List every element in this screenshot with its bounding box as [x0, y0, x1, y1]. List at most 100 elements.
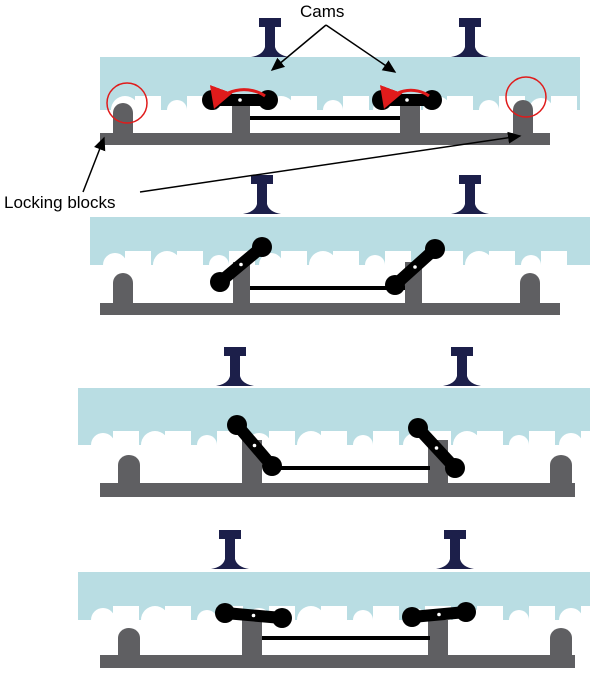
- ballast-gap: [113, 431, 139, 451]
- rail: [243, 175, 281, 214]
- rail: [436, 530, 474, 569]
- locking-block: [118, 628, 140, 655]
- rail: [451, 175, 489, 214]
- locking-block-highlight: [505, 76, 547, 118]
- ballast-gap: [559, 608, 583, 632]
- ballast-gap: [165, 431, 191, 451]
- sleeper-frame: [100, 483, 575, 497]
- cam-lobe: [402, 607, 422, 627]
- ballast-gap: [353, 435, 373, 455]
- ballast-gap: [551, 96, 577, 116]
- cam-lobe: [252, 237, 272, 257]
- cam-lobe: [227, 415, 247, 435]
- ballast-gap: [437, 251, 463, 271]
- ballast-gap: [333, 251, 359, 271]
- cam-post: [232, 100, 250, 133]
- rail: [211, 530, 249, 569]
- ballast-gap: [209, 255, 229, 275]
- ballast-gap: [353, 610, 373, 630]
- cam-lobe: [425, 239, 445, 259]
- sleeper-frame: [100, 303, 560, 315]
- cam-pivot: [251, 613, 256, 618]
- ballast-gap: [529, 431, 555, 451]
- rotation-arrow: [209, 84, 266, 109]
- ballast-gap: [581, 606, 600, 626]
- panel-3: [78, 347, 600, 497]
- cam-lobe: [445, 458, 465, 478]
- locking-block: [520, 273, 540, 303]
- ballast-gap: [135, 96, 161, 116]
- rotation-arrow: [379, 84, 430, 109]
- cam-post: [242, 620, 262, 655]
- ballast-gap: [343, 96, 369, 116]
- sleeper-frame: [100, 655, 575, 668]
- ballast-gap: [509, 435, 529, 455]
- ballast-gap: [269, 431, 295, 451]
- ballast-gap: [297, 431, 325, 459]
- link-bar: [262, 636, 430, 640]
- ballast-gap: [197, 435, 217, 455]
- ballast-gap: [291, 96, 317, 116]
- cam-pivot: [405, 98, 409, 102]
- ballast-gap: [167, 100, 187, 120]
- sleeper-frame: [100, 133, 550, 145]
- ballast-gap: [509, 610, 529, 630]
- ballast-gap: [489, 251, 515, 271]
- ballast-gap: [559, 433, 583, 457]
- locking-block: [550, 628, 572, 655]
- locking-block-pointer-arrow: [139, 131, 522, 193]
- ballast-gap: [197, 610, 217, 630]
- ballast-gap: [321, 606, 347, 626]
- ballast-gap: [103, 253, 127, 277]
- cams-pointer-arrow: [270, 24, 327, 71]
- ballast-gap: [323, 100, 343, 120]
- ballast-gap: [365, 255, 385, 275]
- rail: [443, 347, 481, 386]
- ballast-gap: [125, 251, 151, 271]
- ballast-gap: [477, 606, 503, 626]
- panel-1: [100, 18, 580, 145]
- ballast-gap: [453, 431, 481, 459]
- locking-blocks-label: Locking blocks: [4, 193, 116, 212]
- cams-label: Cams: [300, 2, 345, 21]
- ballast-gap: [141, 606, 169, 634]
- locking-block: [113, 103, 133, 133]
- cam-pivot: [239, 262, 243, 267]
- cam-lobe: [272, 608, 292, 628]
- ballast-gap: [141, 431, 169, 459]
- cam-lobe: [408, 418, 428, 438]
- ballast-gap: [541, 251, 567, 271]
- locking-block: [550, 455, 572, 483]
- locking-block-pointer-arrow: [82, 136, 106, 193]
- rail: [216, 347, 254, 386]
- ballast-gap: [309, 251, 337, 279]
- ballast-gap: [581, 431, 600, 451]
- cams-pointer-arrow: [325, 24, 397, 73]
- ballast-gap: [153, 251, 181, 279]
- panel-4: [78, 530, 600, 668]
- ballast-gap: [177, 251, 203, 271]
- ballast-gap: [217, 431, 243, 451]
- ballast-gap: [91, 433, 115, 457]
- cam-lobe: [385, 275, 405, 295]
- cam-lobe: [456, 602, 476, 622]
- locking-block-highlight: [106, 82, 148, 124]
- cam-lobe: [215, 603, 235, 623]
- ballast-gap: [91, 608, 115, 632]
- ballast-gap: [447, 96, 473, 116]
- cam-pivot: [238, 98, 242, 102]
- cam-lobe: [210, 272, 230, 292]
- link-bar: [250, 116, 400, 120]
- link-bar: [250, 286, 405, 290]
- panel-2: [90, 175, 590, 315]
- ballast-gap: [477, 431, 503, 451]
- cam-post: [428, 620, 448, 655]
- cam-pivot: [413, 265, 417, 269]
- cam-lobe: [262, 456, 282, 476]
- ballast-gap: [373, 606, 399, 626]
- ballast-gap: [321, 431, 347, 451]
- rail: [251, 18, 289, 57]
- ballast-gap: [521, 255, 541, 275]
